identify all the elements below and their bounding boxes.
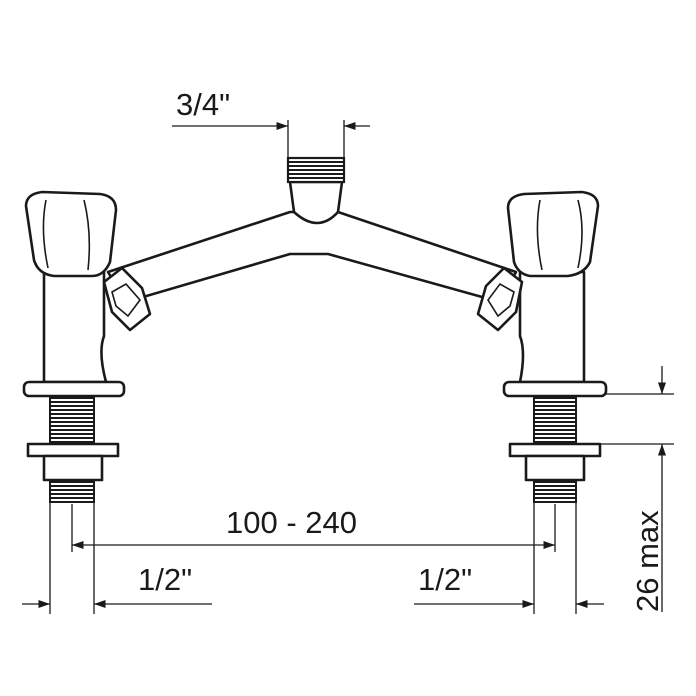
left-inlet-thread xyxy=(49,479,95,503)
deck-thickness-label: 26 max xyxy=(630,510,665,612)
dimension-inlet-right: 1/2" xyxy=(414,502,604,614)
crossbar-spout xyxy=(106,156,518,304)
left-valve xyxy=(22,190,152,503)
dimension-inlet-left: 1/2" xyxy=(22,502,212,614)
right-coupling-nut xyxy=(476,266,524,332)
outlet-thread xyxy=(286,156,346,184)
left-coupling-nut xyxy=(102,266,152,332)
right-handle-icon xyxy=(506,190,600,278)
right-inlet-thread xyxy=(533,479,577,503)
inlet-right-label: 1/2" xyxy=(418,562,472,597)
left-shank-thread xyxy=(49,395,95,445)
right-valve xyxy=(476,190,608,503)
spacing-label: 100 - 240 xyxy=(226,505,357,540)
outlet-size-label: 3/4" xyxy=(176,87,230,122)
dimension-outlet: 3/4" xyxy=(172,87,370,158)
inlet-left-label: 1/2" xyxy=(138,562,192,597)
left-handle-icon xyxy=(24,190,118,278)
right-shank-thread xyxy=(533,395,577,445)
dimension-deck-thickness: 26 max xyxy=(600,366,674,612)
dimension-spacing: 100 - 240 xyxy=(71,504,556,552)
